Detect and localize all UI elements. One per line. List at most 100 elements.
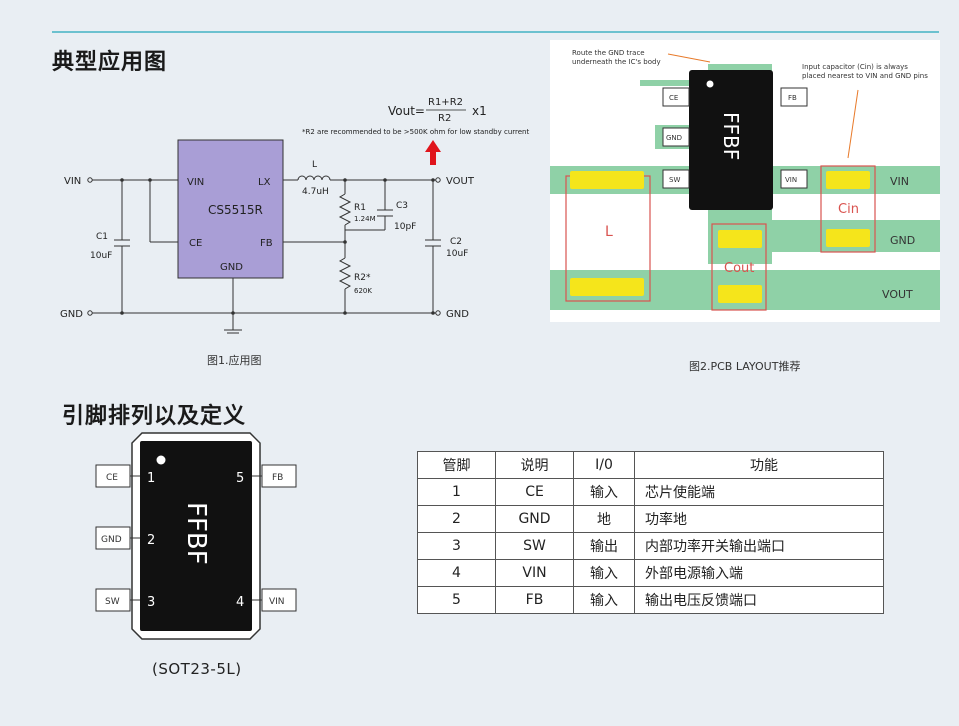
svg-text:GND: GND — [101, 535, 122, 545]
inductor-pad-top — [570, 171, 644, 189]
pin-number-5: 5 — [236, 471, 244, 486]
red-arrow-icon — [425, 140, 441, 165]
cin-note-1: Input capacitor (Cin) is always — [802, 63, 908, 71]
package-pin-vin: VIN — [252, 588, 297, 612]
cin-pad-bottom — [826, 229, 870, 247]
c1-name: C1 — [96, 232, 108, 242]
package-label: (SOT23-5L) — [152, 660, 242, 678]
svg-text:VIN: VIN — [269, 597, 285, 607]
pcb-pin-sw: SW — [662, 169, 690, 189]
cell-function: 外部电源输入端 — [634, 559, 884, 587]
cell-pin: 4 — [417, 559, 496, 587]
cell-io: 地 — [573, 505, 635, 533]
svg-text:VIN: VIN — [785, 176, 797, 184]
l-value: 4.7uH — [302, 187, 329, 197]
pcb-caption: 图2.PCB LAYOUT推荐 — [689, 360, 801, 373]
package-marking: FFBF — [181, 502, 211, 565]
inductor-pad-bottom — [570, 278, 644, 296]
inductor-l — [297, 175, 331, 181]
formula-lhs: Vout= — [388, 104, 425, 118]
r2-name: R2* — [354, 273, 371, 283]
pcb-pin-gnd: GND — [662, 127, 690, 147]
pcb-net-vin: VIN — [890, 175, 909, 188]
c3-name: C3 — [396, 201, 408, 211]
pcb-chip-marking: FFBF — [719, 112, 743, 160]
cell-name: FB — [495, 586, 574, 614]
cin-label: Cin — [838, 202, 859, 217]
pin-definition-table: 管脚 说明 I/0 功能 1 CE 输入 芯片使能端 2 GND 地 功率地 3… — [417, 451, 884, 614]
table-row: 2 GND 地 功率地 — [417, 505, 884, 533]
pcb-pin-fb: FB — [780, 87, 808, 107]
cout-pad-top — [718, 230, 762, 248]
header-function: 功能 — [634, 451, 884, 479]
formula-numerator: R1+R2 — [428, 97, 463, 108]
cell-io: 输出 — [573, 532, 635, 560]
svg-text:SW: SW — [669, 176, 680, 184]
chip-pin-fb: FB — [260, 238, 273, 249]
cell-name: SW — [495, 532, 574, 560]
package-diagram: FFBF 1 2 3 5 4 CE GND SW FB VIN — [95, 432, 297, 640]
chip-pin-gnd: GND — [220, 262, 243, 273]
cin-outline — [820, 165, 876, 253]
table-row: 1 CE 输入 芯片使能端 — [417, 478, 884, 506]
pin-number-4: 4 — [236, 595, 244, 610]
net-vout-label: VOUT — [446, 176, 475, 187]
pinout-title: 引脚排列以及定义 — [62, 404, 247, 429]
header-io: I/0 — [573, 451, 635, 479]
svg-text:GND: GND — [666, 134, 682, 142]
cell-name: VIN — [495, 559, 574, 587]
l-name: L — [312, 160, 317, 170]
cell-name: CE — [495, 478, 574, 506]
svg-text:SW: SW — [105, 597, 120, 607]
pin-number-2: 2 — [147, 533, 155, 548]
cout-outline — [711, 223, 767, 311]
formula-denominator: R2 — [438, 113, 451, 124]
svg-text:FB: FB — [788, 94, 797, 102]
schematic-diagram: Vout= R1+R2 R2 x1 *R2 are recommended to… — [60, 97, 529, 334]
top-accent-line — [52, 31, 939, 33]
pcb-pin-ce: CE — [662, 87, 690, 107]
r1-value: 1.24M — [354, 215, 376, 223]
svg-text:CE: CE — [106, 473, 118, 483]
cell-io: 输入 — [573, 478, 635, 506]
header-description: 说明 — [495, 451, 574, 479]
c2-value: 10uF — [446, 249, 468, 259]
table-row: 3 SW 输出 内部功率开关输出端口 — [417, 532, 884, 560]
cout-pad-bottom — [718, 285, 762, 303]
cell-pin: 1 — [417, 478, 496, 506]
inductor-label: L — [605, 224, 613, 240]
cin-note-2: placed nearest to VIN and GND pins — [802, 72, 928, 80]
pcb-layout-diagram: Route the GND trace underneath the IC's … — [550, 40, 940, 322]
r1-name: R1 — [354, 203, 366, 213]
svg-text:CE: CE — [669, 94, 678, 102]
svg-text:FB: FB — [272, 473, 283, 483]
package-pin-fb: FB — [252, 464, 297, 488]
gnd-trace-note-2: underneath the IC's body — [572, 58, 661, 66]
net-gnd-left-label: GND — [60, 309, 83, 320]
r2-value: 620K — [354, 287, 372, 295]
cell-name: GND — [495, 505, 574, 533]
chip-body — [177, 139, 284, 279]
pcb-net-gnd: GND — [890, 234, 915, 247]
cell-function: 芯片使能端 — [634, 478, 884, 506]
pin-number-1: 1 — [147, 471, 155, 486]
resistor-r2 — [338, 257, 352, 290]
cell-io: 输入 — [573, 586, 635, 614]
package-pin-sw: SW — [95, 588, 140, 612]
table-row: 4 VIN 输入 外部电源输入端 — [417, 559, 884, 587]
c3-value: 10pF — [394, 222, 416, 232]
table-header-row: 管脚 说明 I/0 功能 — [417, 451, 884, 479]
pcb-net-vout: VOUT — [882, 288, 913, 301]
pcb-chip-body — [689, 70, 773, 210]
typical-app-title: 典型应用图 — [52, 50, 168, 75]
formula-multiplier: x1 — [472, 104, 487, 118]
ground-symbol-icon — [224, 329, 242, 334]
resistor-r1 — [338, 193, 352, 226]
pin-number-3: 3 — [147, 595, 155, 610]
pcb-pin-vin: VIN — [780, 169, 808, 189]
net-vin-label: VIN — [64, 176, 81, 187]
package-pin-ce: CE — [95, 464, 140, 488]
chip-name: CS5515R — [208, 203, 263, 217]
cell-io: 输入 — [573, 559, 635, 587]
cin-pad-top — [826, 171, 870, 189]
